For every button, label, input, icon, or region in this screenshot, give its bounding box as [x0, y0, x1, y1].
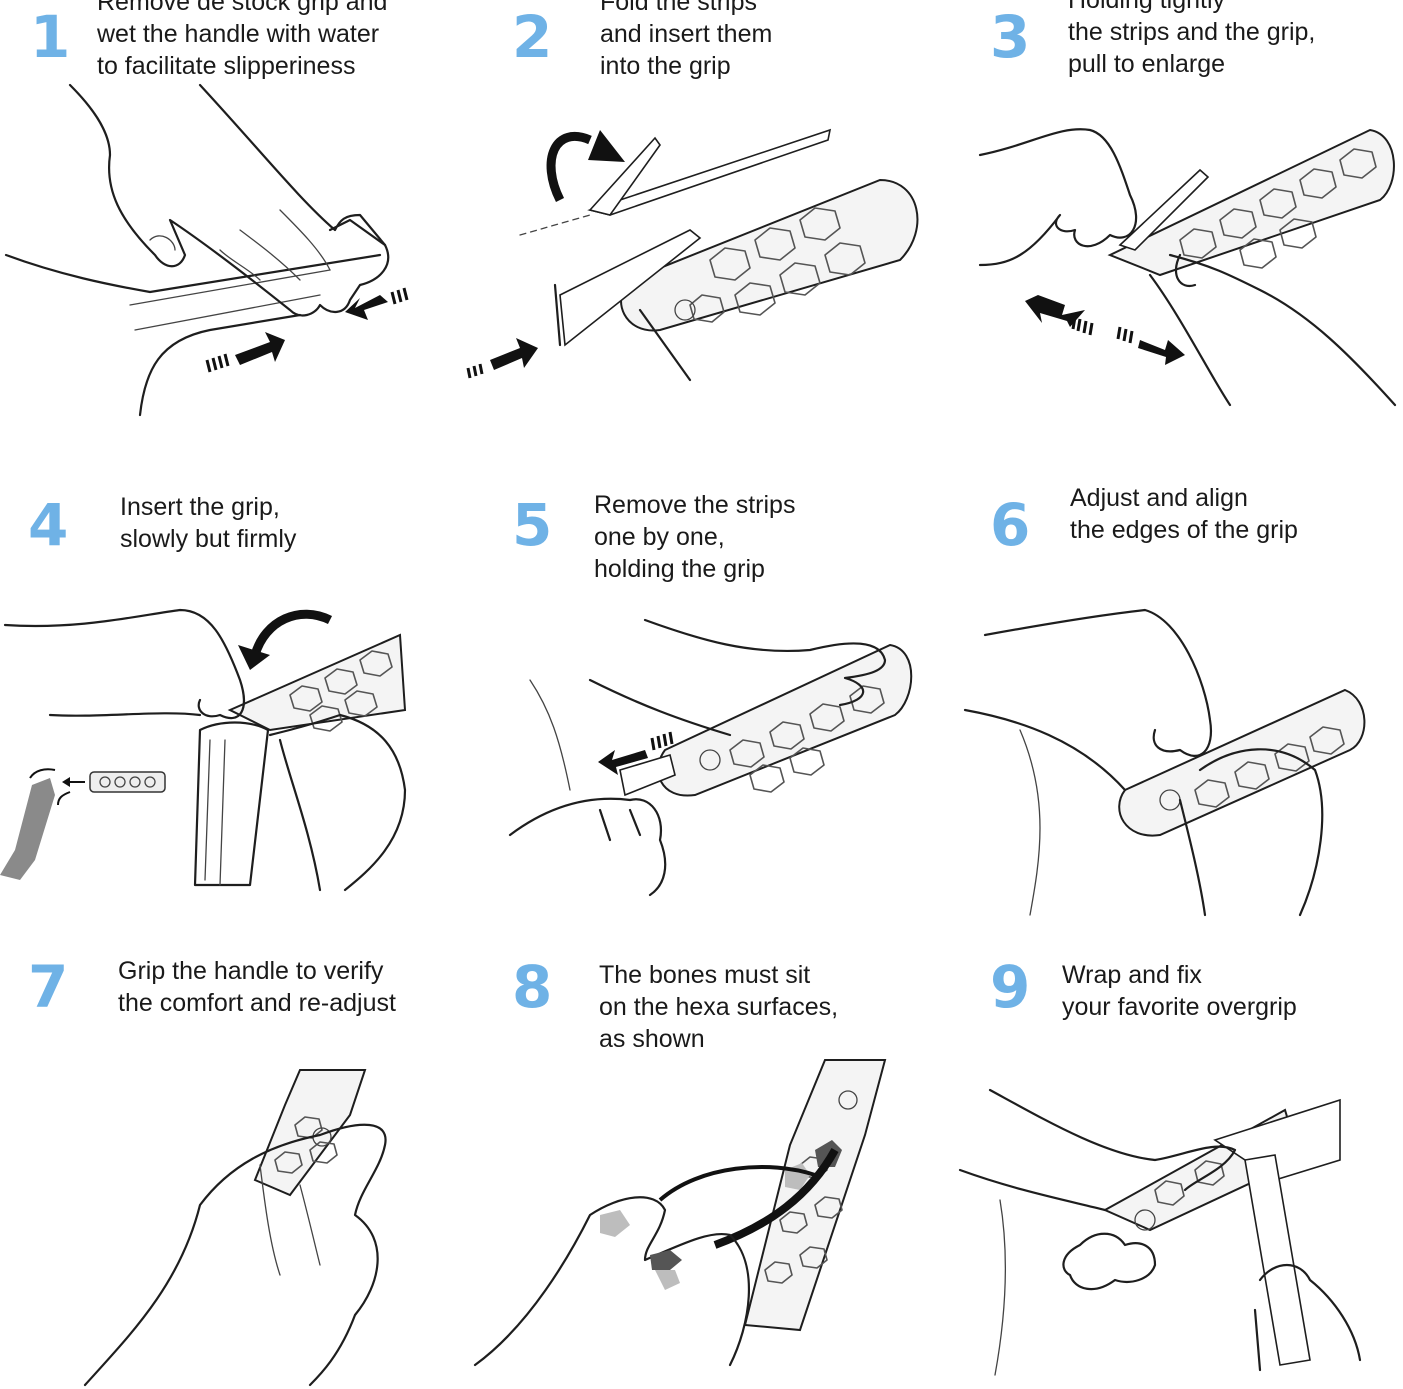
- step-instruction: Grip the handle to verify the comfort an…: [118, 955, 396, 1019]
- step-number: 3: [990, 3, 1031, 71]
- step-number: 4: [28, 491, 69, 559]
- step-instruction: Remove the strips one by one, holding th…: [594, 489, 795, 585]
- step-number: 2: [512, 3, 553, 71]
- instruction-line: into the grip: [600, 52, 731, 80]
- pull-arrow-icon: [598, 731, 674, 775]
- grip-icon: [227, 633, 407, 732]
- step-instruction: Remove de stock grip and wet the handle …: [97, 0, 387, 82]
- hand-icon: [978, 128, 1397, 407]
- rotate-arrow-icon: [546, 132, 592, 203]
- instruction-line: Holding tightly: [1068, 0, 1226, 14]
- pull-arrows-icon: [1025, 295, 1185, 365]
- step-9-illustration: [958, 1088, 1362, 1376]
- step-6-illustration: [963, 608, 1366, 917]
- step-number: 6: [990, 491, 1031, 559]
- grip-icon: [743, 1059, 887, 1332]
- instruction-line: wet the handle with water: [97, 20, 380, 48]
- instruction-line: the comfort and re-adjust: [118, 989, 396, 1017]
- step-5-illustration: [508, 618, 913, 897]
- step-4-illustration: [0, 608, 407, 892]
- step-instruction: Fold the strips and insert them into the…: [600, 0, 772, 82]
- instruction-line: as shown: [599, 1025, 705, 1053]
- step-number: 8: [512, 953, 553, 1021]
- step-number: 5: [512, 491, 553, 559]
- instruction-line: holding the grip: [594, 555, 765, 583]
- hand-icon: [963, 608, 1324, 917]
- push-arrow-icon: [466, 338, 538, 379]
- step-8-illustration: [473, 1059, 887, 1367]
- curved-arrow-icon: [658, 1165, 816, 1202]
- step-1-illustration: [4, 83, 409, 417]
- hand-icon: [68, 83, 390, 317]
- step-instruction: The bones must sit on the hexa surfaces,…: [599, 959, 838, 1055]
- instruction-line: Insert the grip,: [120, 493, 280, 521]
- grip-icon: [657, 643, 913, 797]
- instruction-line: the edges of the grip: [1070, 516, 1298, 544]
- instruction-line: your favorite overgrip: [1062, 993, 1297, 1021]
- instruction-line: The bones must sit: [599, 961, 811, 989]
- hand-icon: [958, 1088, 1362, 1376]
- step-instruction: Wrap and fix your favorite overgrip: [1062, 959, 1297, 1023]
- instruction-line: the strips and the grip,: [1068, 18, 1316, 46]
- step-instruction: Holding tightly the strips and the grip,…: [1068, 0, 1315, 80]
- step-2-illustration: [466, 128, 919, 382]
- hand-icon: [508, 618, 887, 897]
- grip-icon: [620, 178, 919, 332]
- instruction-line: slowly but firmly: [120, 525, 297, 553]
- instruction-line: Remove the strips: [594, 491, 796, 519]
- instruction-line: Wrap and fix: [1062, 961, 1202, 989]
- instruction-line: Remove de stock grip and: [97, 0, 388, 16]
- hand-icon: [3, 608, 407, 892]
- handle-icon: [4, 253, 382, 294]
- step-instruction: Adjust and align the edges of the grip: [1070, 482, 1298, 546]
- instruction-line: Fold the strips: [600, 0, 758, 16]
- instruction-line: one by one,: [594, 523, 725, 551]
- instruction-line: pull to enlarge: [1068, 50, 1226, 78]
- step-7-illustration: [83, 1069, 387, 1387]
- grip-icon: [253, 1069, 367, 1197]
- hand-icon: [473, 1196, 751, 1367]
- instruction-line: to facilitate slipperiness: [97, 52, 356, 80]
- push-arrow-icon: [205, 287, 409, 373]
- step-number: 9: [990, 953, 1031, 1021]
- step-3-illustration: [978, 128, 1397, 407]
- curved-arrow-icon: [250, 609, 333, 657]
- step-instruction: Insert the grip, slowly but firmly: [120, 491, 296, 555]
- racket-icon: [0, 768, 166, 880]
- hand-icon: [83, 1123, 387, 1387]
- instruction-line: Grip the handle to verify: [118, 957, 384, 985]
- grip-icon: [1118, 688, 1366, 837]
- grip-icon: [1107, 128, 1395, 277]
- instruction-line: Adjust and align: [1070, 484, 1248, 512]
- step-number: 1: [30, 3, 71, 71]
- instruction-line: on the hexa surfaces,: [599, 993, 839, 1021]
- step-number: 7: [28, 953, 69, 1021]
- overgrip-icon: [1213, 1098, 1341, 1366]
- instruction-line: and insert them: [600, 20, 773, 48]
